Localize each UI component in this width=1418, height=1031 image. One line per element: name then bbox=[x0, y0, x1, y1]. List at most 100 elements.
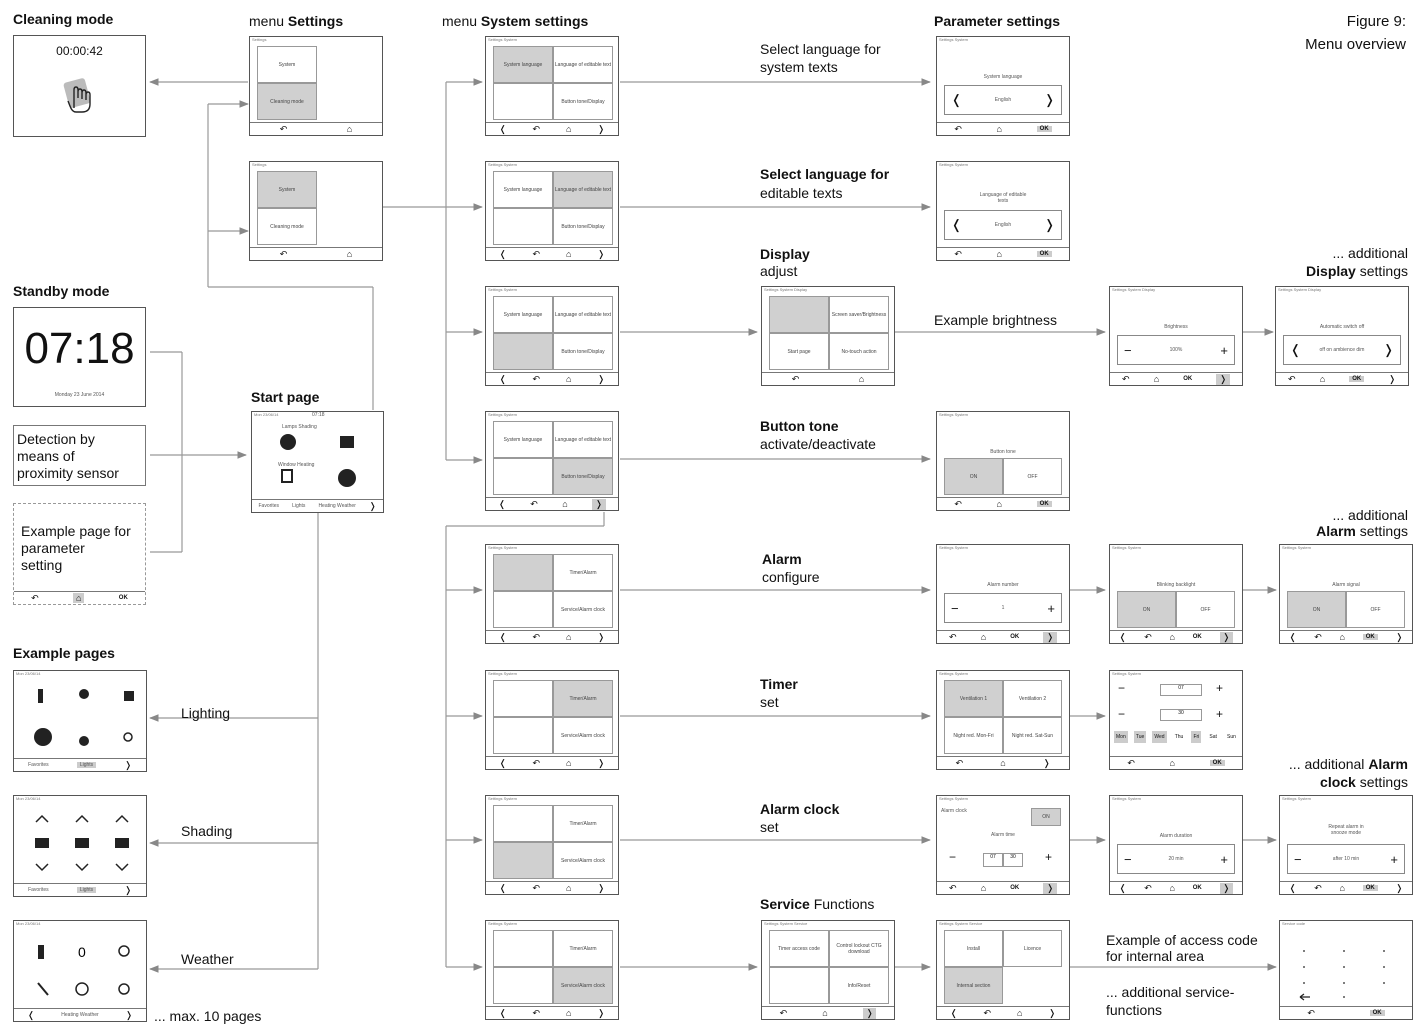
language-selector[interactable]: ❬English❭ bbox=[944, 85, 1062, 115]
chevron-left-icon[interactable]: ❬ bbox=[951, 92, 962, 107]
home-icon[interactable]: ⌂ bbox=[1153, 374, 1160, 384]
repeat-alarm-screen[interactable]: Settings System Repeat alarm in snooze m… bbox=[1279, 795, 1413, 895]
alarm-number-stepper[interactable]: −1+ bbox=[944, 593, 1062, 623]
back-icon[interactable]: ↶ bbox=[791, 373, 800, 384]
ok-button[interactable]: OK bbox=[118, 595, 128, 601]
chevron-right-icon[interactable]: ❭ bbox=[592, 498, 606, 510]
ok-button[interactable]: OK bbox=[1369, 1010, 1385, 1016]
home-icon[interactable]: ⌂ bbox=[1169, 883, 1175, 893]
chevron-right-icon[interactable]: ❭ bbox=[1395, 882, 1404, 893]
home-icon[interactable]: ⌂ bbox=[996, 499, 1002, 509]
chevron-left-icon[interactable]: ❬ bbox=[1290, 342, 1301, 357]
home-icon[interactable]: ⌂ bbox=[566, 632, 572, 642]
back-icon[interactable]: ↶ bbox=[954, 123, 962, 134]
chevron-right-icon[interactable]: ❭ bbox=[862, 1007, 877, 1019]
home-icon[interactable]: ⌂ bbox=[73, 593, 85, 603]
home-icon[interactable]: ⌂ bbox=[1000, 758, 1006, 768]
chevron-right-icon[interactable]: ❭ bbox=[1044, 92, 1055, 107]
home-icon[interactable]: ⌂ bbox=[562, 499, 568, 509]
system-cell-system_language[interactable]: System language bbox=[493, 421, 553, 458]
timer-night1[interactable]: Night red. Mon-Fri bbox=[944, 717, 1003, 754]
system-cell-timer_alarm[interactable]: Timer/Alarm bbox=[553, 930, 613, 967]
chevron-right-icon[interactable]: ❭ bbox=[1042, 757, 1051, 768]
home-icon[interactable]: ⌂ bbox=[1169, 632, 1175, 642]
chevron-right-icon[interactable]: ❭ bbox=[368, 500, 377, 511]
off-button[interactable]: OFF bbox=[1176, 591, 1235, 628]
alarm-duration-screen[interactable]: Settings System Alarm duration −20 min+ … bbox=[1109, 795, 1243, 895]
tab-favorites[interactable]: Favorites bbox=[28, 887, 49, 893]
day-wed[interactable]: Wed bbox=[1152, 731, 1167, 743]
menu-item-cleaning[interactable]: Cleaning mode bbox=[257, 208, 317, 245]
alarm-signal-screen[interactable]: Settings System Alarm signal ON OFF ❬↶⌂O… bbox=[1279, 544, 1413, 644]
system-cell-language_editable[interactable]: Language of editable text bbox=[553, 421, 613, 458]
service-info[interactable]: Info/Reset bbox=[829, 967, 889, 1004]
language-selector[interactable]: ❬English❭ bbox=[944, 210, 1062, 240]
system-cell-language_editable[interactable]: Language of editable text bbox=[553, 46, 613, 83]
tab-lights[interactable]: Lights bbox=[76, 762, 97, 768]
day-thu[interactable]: Thu bbox=[1174, 734, 1184, 740]
chevron-right-icon[interactable]: ❭ bbox=[597, 631, 605, 642]
chevron-left-icon[interactable]: ❬ bbox=[498, 248, 507, 259]
chevron-right-icon[interactable]: ❭ bbox=[124, 759, 132, 770]
internal-cell[interactable]: Internal section bbox=[944, 967, 1003, 1004]
chevron-left-icon[interactable]: ❬ bbox=[498, 1007, 507, 1018]
on-button[interactable]: ON bbox=[944, 458, 1003, 495]
chevron-right-icon[interactable]: ❭ bbox=[1388, 373, 1396, 384]
back-icon[interactable]: ↶ bbox=[279, 123, 288, 134]
minus-icon[interactable]: − bbox=[951, 600, 959, 616]
back-icon[interactable]: ↶ bbox=[279, 248, 288, 259]
brightness-screen[interactable]: Settings System Display Brightness −100%… bbox=[1109, 286, 1243, 386]
chevron-right-icon[interactable]: ❭ bbox=[597, 373, 605, 384]
home-icon[interactable]: ⌂ bbox=[566, 883, 572, 893]
back-icon[interactable]: ↶ bbox=[530, 498, 538, 509]
tab-favorites[interactable]: Favorites bbox=[28, 762, 49, 768]
back-icon[interactable]: ↶ bbox=[532, 757, 541, 768]
back-icon[interactable]: ↶ bbox=[949, 631, 957, 642]
minus-icon[interactable]: − bbox=[1118, 707, 1126, 721]
chevron-left-icon[interactable]: ❬ bbox=[949, 1007, 958, 1018]
tab-heating-weather[interactable]: Heating Weather bbox=[61, 1012, 99, 1018]
menu-item-system[interactable]: System bbox=[257, 171, 317, 208]
start-page-screen[interactable]: Mon 23/06/14 07:18 Lamps Shading Window … bbox=[251, 411, 384, 513]
chevron-left-icon[interactable]: ❬ bbox=[1288, 882, 1297, 893]
system-cell-service_alarm[interactable]: Service/Alarm clock bbox=[553, 717, 613, 754]
system-cell-service_alarm[interactable]: Service/Alarm clock bbox=[553, 967, 613, 1004]
param-system-language-screen[interactable]: Settings System System language ❬English… bbox=[936, 36, 1070, 136]
back-icon[interactable]: ↶ bbox=[1314, 631, 1322, 642]
system-cell-blank[interactable] bbox=[493, 458, 553, 495]
system-cell-blank[interactable] bbox=[493, 930, 553, 967]
back-icon[interactable]: ↶ bbox=[1144, 631, 1152, 642]
home-icon[interactable]: ⌂ bbox=[996, 249, 1002, 259]
home-icon[interactable]: ⌂ bbox=[980, 632, 987, 642]
settings-screen-1[interactable]: Settings System Cleaning mode ↶⌂ bbox=[249, 36, 383, 136]
chevron-left-icon[interactable]: ❬ bbox=[498, 882, 507, 893]
system-cell-blank[interactable] bbox=[493, 680, 553, 717]
back-icon[interactable]: ↶ bbox=[779, 1007, 788, 1018]
system-cell-system_language[interactable]: System language bbox=[493, 46, 553, 83]
timer-vent2[interactable]: Ventilation 2 bbox=[1003, 680, 1062, 717]
day-mon[interactable]: Mon bbox=[1114, 731, 1128, 743]
home-icon[interactable]: ⌂ bbox=[1017, 1008, 1023, 1018]
time-field-off[interactable]: 30 bbox=[1160, 709, 1202, 721]
system-cell-service_alarm[interactable]: Service/Alarm clock bbox=[553, 842, 613, 879]
on-button[interactable]: ON bbox=[1287, 591, 1346, 628]
system-cell-language_editable[interactable]: Language of editable text bbox=[553, 171, 613, 208]
alarm-number-screen[interactable]: Settings System Alarm number −1+ ↶⌂OK❭ bbox=[936, 544, 1070, 644]
back-icon[interactable]: ↶ bbox=[532, 373, 541, 384]
system-cell-button_tone[interactable]: Button tone/Display bbox=[553, 208, 613, 245]
chevron-left-icon[interactable]: ❬ bbox=[27, 1009, 35, 1020]
chevron-right-icon[interactable]: ❭ bbox=[125, 1009, 133, 1020]
auto-switch-selector[interactable]: ❬off on ambience dim❭ bbox=[1283, 335, 1401, 365]
day-tue[interactable]: Tue bbox=[1133, 731, 1147, 743]
system-cell-language_editable[interactable]: Language of editable text bbox=[553, 296, 613, 333]
home-icon[interactable]: ⌂ bbox=[822, 1008, 828, 1018]
timer-detail-screen[interactable]: Settings System − 07 + − 30 + Mon Tue We… bbox=[1109, 670, 1243, 770]
plus-icon[interactable]: + bbox=[1390, 851, 1398, 867]
button-tone-screen[interactable]: Settings System Button tone ON OFF ↶⌂OK bbox=[936, 411, 1070, 511]
chevron-left-icon[interactable]: ❬ bbox=[498, 123, 507, 134]
duration-stepper[interactable]: −20 min+ bbox=[1117, 844, 1235, 874]
chevron-left-icon[interactable]: ❬ bbox=[1288, 631, 1297, 642]
param-editable-language-screen[interactable]: Settings System Language of editable tex… bbox=[936, 161, 1070, 261]
